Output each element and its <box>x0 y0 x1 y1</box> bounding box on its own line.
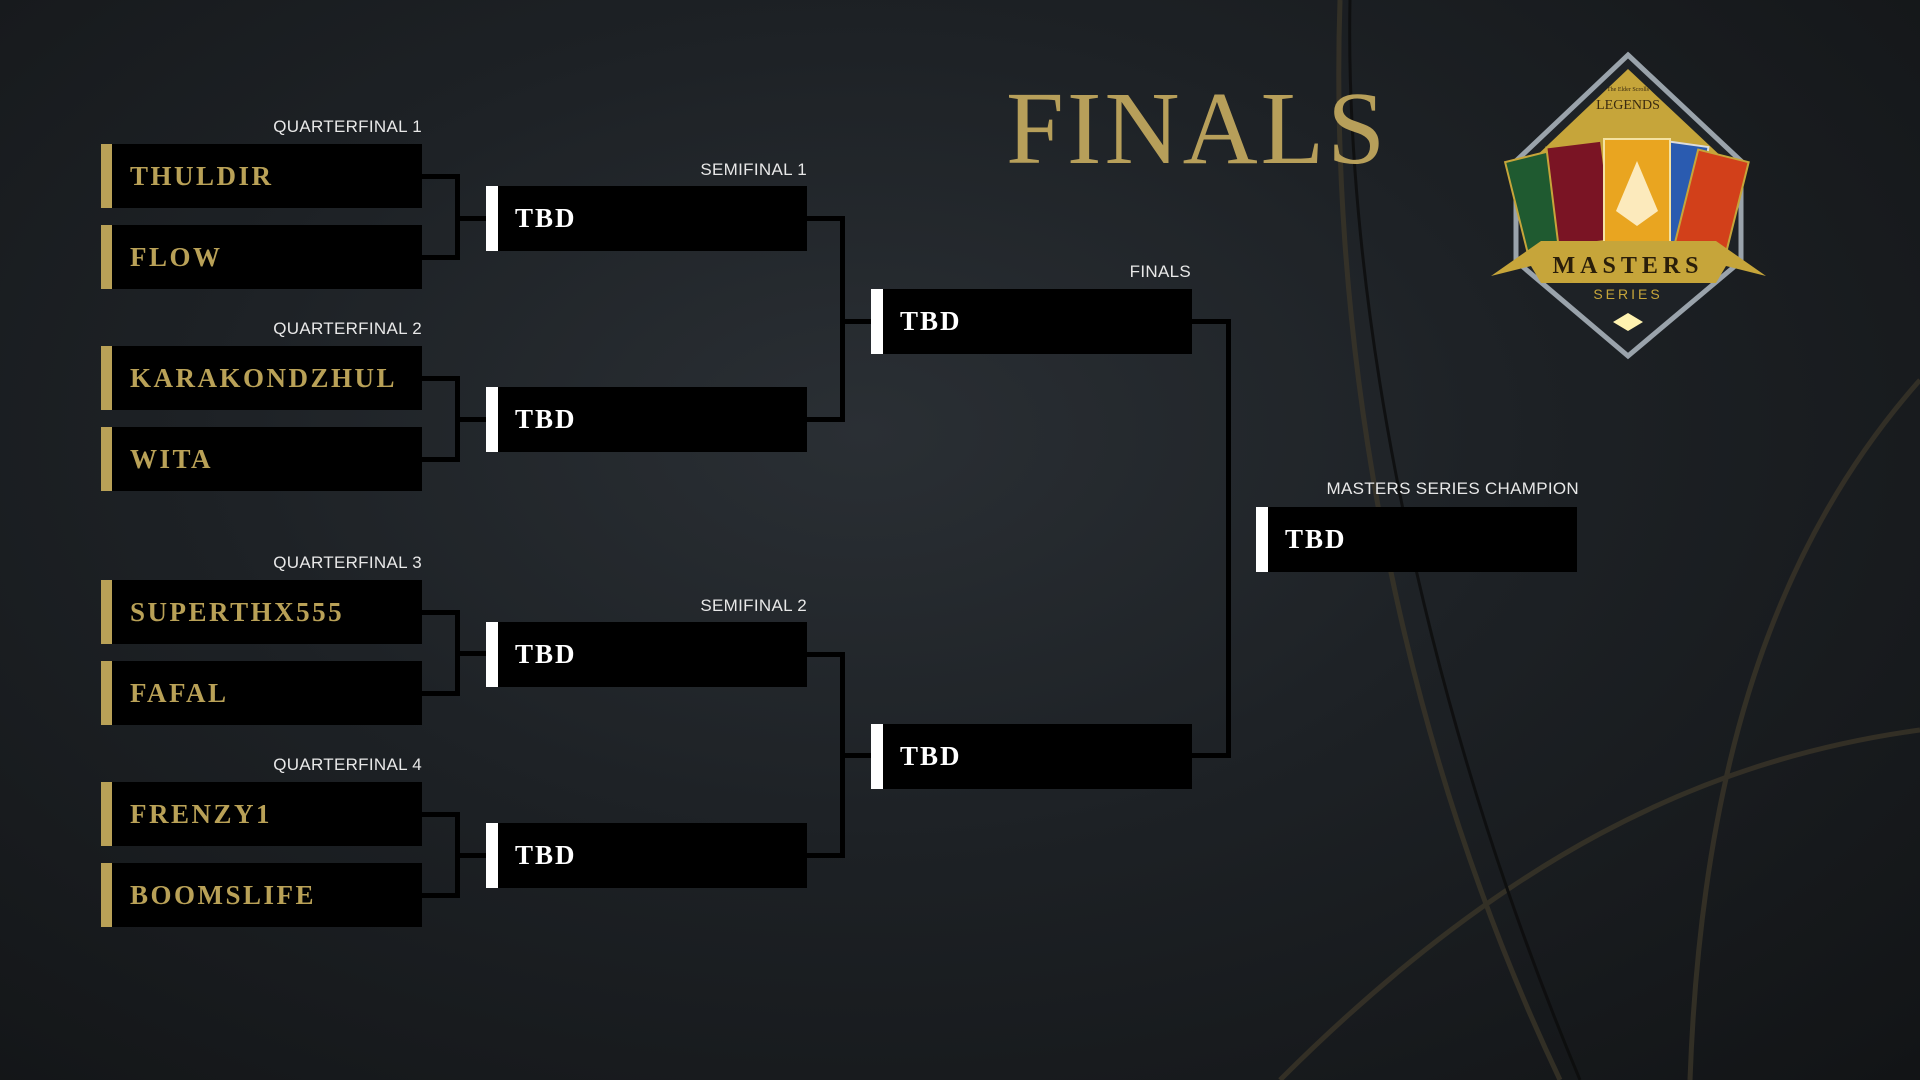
masters-series-logo: The Elder Scrolls LEGENDS MASTERS SERIES <box>1491 51 1766 360</box>
champion-slot[interactable]: TBD <box>1256 507 1577 572</box>
svg-text:LEGENDS: LEGENDS <box>1596 98 1660 113</box>
semifinal-slot[interactable]: TBD <box>486 186 807 251</box>
slot-text: TBD <box>1285 524 1347 554</box>
bracket-connector <box>1191 753 1231 758</box>
bracket-connector <box>840 319 871 324</box>
semifinal-slot[interactable]: TBD <box>486 387 807 452</box>
champion-label: MASTERS SERIES CHAMPION <box>1326 479 1579 498</box>
quarterfinal-3-label: QUARTERFINAL 3 <box>273 553 422 572</box>
finals-slot[interactable]: TBD <box>871 289 1192 354</box>
svg-text:MASTERS: MASTERS <box>1552 253 1703 279</box>
quarterfinal-2-label: QUARTERFINAL 2 <box>273 319 422 338</box>
player-slot[interactable]: FAFAL <box>101 661 422 725</box>
player-name: FAFAL <box>130 677 229 708</box>
bracket-connector <box>455 651 486 656</box>
semifinal-slot[interactable]: TBD <box>486 622 807 687</box>
player-name: KARAKONDZHUL <box>130 362 398 393</box>
quarterfinal-1-label: QUARTERFINAL 1 <box>273 117 422 136</box>
semifinal-2-label: SEMIFINAL 2 <box>700 596 807 615</box>
finals-label: FINALS <box>1129 262 1191 281</box>
bracket-connector <box>422 376 460 381</box>
player-slot[interactable]: FLOW <box>101 225 422 289</box>
slot-text: TBD <box>515 404 577 434</box>
bracket-connector <box>807 216 845 221</box>
bracket-connector <box>422 893 460 898</box>
player-slot[interactable]: BOOMSLIFE <box>101 863 422 927</box>
bracket-connector <box>455 417 486 422</box>
bracket-connector <box>807 417 845 422</box>
slot-text: TBD <box>515 639 577 669</box>
player-name: WITA <box>130 443 214 474</box>
bracket-connector <box>455 853 486 858</box>
semifinal-slot[interactable]: TBD <box>486 823 807 888</box>
svg-text:SERIES: SERIES <box>1593 286 1662 302</box>
bracket-connector <box>807 853 845 858</box>
quarterfinal-4-label: QUARTERFINAL 4 <box>273 755 422 774</box>
player-name: THULDIR <box>130 160 274 191</box>
bracket-connector <box>840 753 871 758</box>
slot-text: TBD <box>515 840 577 870</box>
player-name: SUPERTHX555 <box>130 596 345 627</box>
finals-slot[interactable]: TBD <box>871 724 1192 789</box>
bracket-connector <box>422 255 460 260</box>
bracket-connector <box>1191 319 1231 324</box>
bracket-connector <box>422 812 460 817</box>
player-slot[interactable]: WITA <box>101 427 422 491</box>
svg-text:The Elder Scrolls: The Elder Scrolls <box>1607 87 1650 93</box>
player-slot[interactable]: FRENZY1 <box>101 782 422 846</box>
player-name: BOOMSLIFE <box>130 879 317 910</box>
bracket-connector <box>1226 319 1231 758</box>
bracket-connector <box>422 457 460 462</box>
semifinal-1-label: SEMIFINAL 1 <box>700 160 807 179</box>
bracket-connector <box>455 216 486 221</box>
player-slot[interactable]: THULDIR <box>101 144 422 208</box>
bracket-connector <box>422 691 460 696</box>
slot-text: TBD <box>900 306 962 336</box>
player-slot[interactable]: KARAKONDZHUL <box>101 346 422 410</box>
bracket-connector <box>422 174 460 179</box>
bracket-connector <box>422 610 460 615</box>
player-name: FLOW <box>130 241 223 272</box>
slot-text: TBD <box>515 203 577 233</box>
bracket-connector <box>807 652 845 657</box>
slot-text: TBD <box>900 741 962 771</box>
player-name: FRENZY1 <box>130 798 273 829</box>
player-slot[interactable]: SUPERTHX555 <box>101 580 422 644</box>
page-title: FINALS <box>1006 71 1389 186</box>
